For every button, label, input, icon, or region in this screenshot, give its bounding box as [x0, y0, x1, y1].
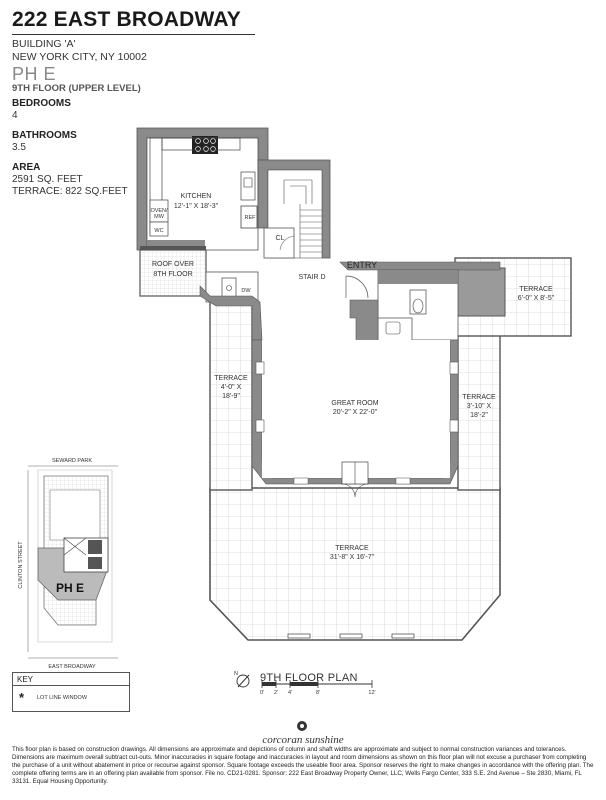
- great-room-walls: [251, 339, 459, 498]
- brand-logo-icon: [297, 721, 307, 731]
- scale-tick-12: 12': [368, 690, 375, 696]
- north-arrow-label: N: [234, 671, 238, 677]
- roof-over-label-line1: ROOF OVER: [152, 261, 194, 268]
- terrace-northeast-label: TERRACE: [519, 286, 553, 293]
- building-label: BUILDING 'A': [12, 38, 76, 50]
- dishwasher-area: [199, 271, 263, 341]
- dishwasher-label: DW: [241, 288, 251, 294]
- key-title: KEY: [13, 673, 129, 686]
- key-plan-unit-label: PH E: [56, 581, 84, 595]
- area-label: AREA: [12, 162, 41, 173]
- terrace-northeast-dimensions: 6'-0" X 8'-5": [518, 295, 555, 302]
- lot-line-window-symbol: *: [19, 690, 25, 705]
- terrace-south-label: TERRACE: [335, 545, 369, 552]
- building-address: NEW YORK CITY, NY 10002: [12, 50, 147, 63]
- range-icon: [192, 136, 218, 154]
- closet-label: CL: [276, 235, 285, 242]
- scale-tick-4: 4': [288, 690, 292, 696]
- area-value: 2591 SQ. FEET: [12, 174, 83, 185]
- floor-plan-title: 9TH FLOOR PLAN: [260, 672, 358, 684]
- wc-label: WC: [154, 228, 163, 234]
- terrace-east-dimensions-2: 18'-2": [470, 412, 488, 419]
- refrigerator-label: REF: [245, 215, 257, 221]
- roof-over-label-line2: 8TH FLOOR: [153, 271, 192, 278]
- roof-over-8th-floor: [139, 249, 207, 297]
- bedrooms-value: 4: [12, 110, 18, 121]
- terrace-east-dimensions-1: 3'-10" X: [467, 403, 492, 410]
- kitchen-label: KITCHEN: [181, 193, 212, 200]
- terrace-west: [209, 299, 253, 491]
- key-plan-west-street: CLINTON STREET: [18, 541, 24, 589]
- stair-core: [257, 159, 331, 259]
- unit-name: PH E: [12, 64, 57, 84]
- building-name: 222 EAST BROADWAY: [12, 8, 242, 31]
- key-plan-south-street: EAST BROADWAY: [48, 664, 96, 670]
- terrace-west-label: TERRACE: [214, 375, 248, 382]
- entry-label: ENTRY: [347, 260, 377, 270]
- great-room-label: GREAT ROOM: [331, 400, 378, 407]
- title-divider: [12, 34, 255, 35]
- kitchen-dimensions: 12'-1" X 18'-3": [174, 203, 219, 210]
- bathrooms-value: 3.5: [12, 142, 26, 153]
- listing-header: 222 EAST BROADWAY BUILDING 'A' NEW YORK …: [12, 8, 262, 198]
- bedrooms-label: BEDROOMS: [12, 98, 71, 109]
- terrace-south: [209, 487, 501, 641]
- terrace-east-label: TERRACE: [462, 394, 496, 401]
- terrace-west-dimensions-1: 4'-0" X: [221, 384, 242, 391]
- lot-line-window-text: LOT LINE WINDOW: [37, 694, 88, 701]
- stair-label: STAIR D: [298, 274, 325, 281]
- entry-area: [339, 261, 501, 343]
- terrace-area-value: TERRACE: 822 SQ.FEET: [12, 186, 128, 197]
- key-plan-north-street: SEWARD PARK: [52, 458, 92, 464]
- key-plan: SEWARD PARK CLINTON STREET PH E EAST BRO…: [18, 458, 118, 670]
- north-arrow-icon: N: [234, 671, 250, 688]
- scale-tick-2: 2': [274, 690, 278, 696]
- key-row: * LOT LINE WINDOW: [13, 686, 129, 709]
- bathrooms-label: BATHROOMS: [12, 130, 77, 141]
- terrace-south-dimensions: 31'-8" X 16'-7": [330, 554, 375, 561]
- key-box: KEY * LOT LINE WINDOW: [12, 672, 130, 712]
- great-room-dimensions: 20'-2" X 22'-0": [333, 409, 378, 416]
- kitchen-counters: [149, 137, 258, 237]
- scale-tick-8: 8': [316, 690, 320, 696]
- mw-label: MW: [154, 214, 165, 220]
- disclaimer-text: This floor plan is based on construction…: [12, 746, 594, 785]
- terrace-northeast: [454, 257, 572, 337]
- unit-floor: 9TH FLOOR (UPPER LEVEL): [12, 83, 141, 94]
- brand-name: corcoran sunshine: [262, 734, 344, 746]
- terrace-west-dimensions-2: 18'-9": [222, 393, 240, 400]
- scale-bar: 0' 2' 4' 8' 12': [260, 680, 376, 696]
- oven-label: OVEN/: [150, 208, 168, 214]
- scale-tick-0: 0': [260, 690, 264, 696]
